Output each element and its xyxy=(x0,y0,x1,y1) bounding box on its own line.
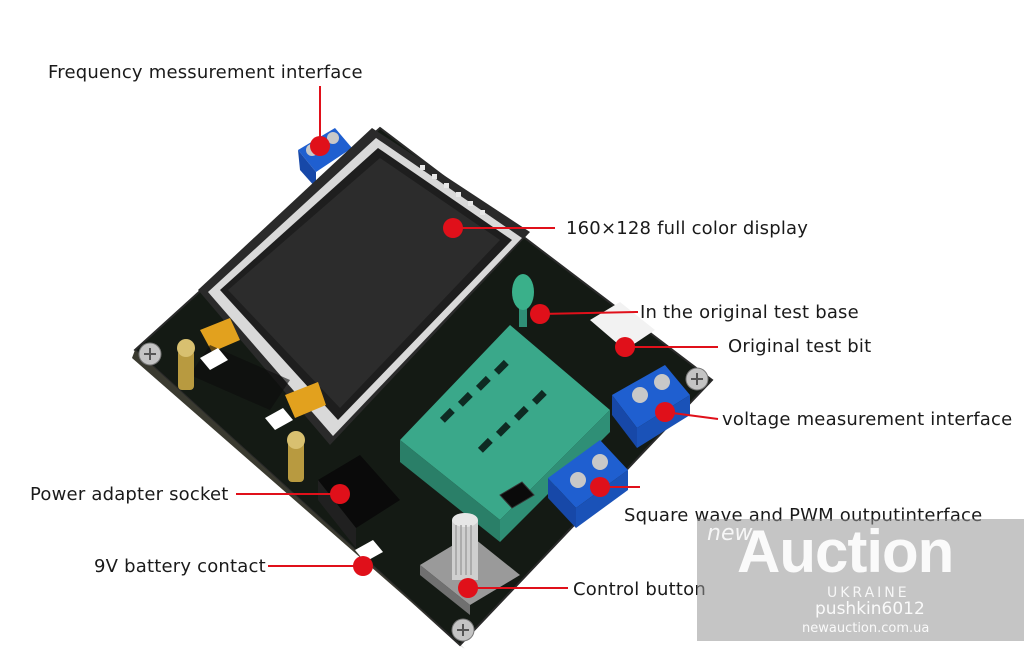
label-power-socket: Power adapter socket xyxy=(30,484,229,505)
watermark-site: newauction.com.ua xyxy=(802,621,930,636)
marker-frequency xyxy=(310,136,330,156)
square-wave-terminal xyxy=(548,440,628,528)
label-control-button: Control button xyxy=(573,579,706,600)
label-test-bit: Original test bit xyxy=(728,336,872,357)
watermark-user: pushkin6012 xyxy=(815,599,925,619)
watermark-brand: Auction xyxy=(737,518,954,585)
marker-voltage xyxy=(655,402,675,422)
marker-power xyxy=(330,484,350,504)
standoffs xyxy=(177,339,305,482)
ic-chip xyxy=(499,481,535,509)
label-voltage-interface: voltage measurement interface xyxy=(722,409,1013,430)
label-battery-contact: 9V battery contact xyxy=(94,556,266,577)
test-bit-pad xyxy=(590,302,655,350)
marker-test-bit xyxy=(615,337,635,357)
marker-display xyxy=(443,218,463,238)
marker-test-base xyxy=(530,304,550,324)
display-module xyxy=(190,128,530,445)
screws xyxy=(138,342,709,642)
watermark-prefix: new xyxy=(707,521,753,546)
marker-square-wave xyxy=(590,477,610,497)
label-test-base: In the original test base xyxy=(640,302,859,323)
power-socket xyxy=(318,455,400,548)
label-display: 160×128 full color display xyxy=(566,218,809,239)
marker-control xyxy=(458,578,478,598)
label-frequency-interface: Frequency messurement interface xyxy=(48,62,363,83)
watermark: new Auction UKRAINE pushkin6012 newaucti… xyxy=(697,518,1024,641)
marker-battery xyxy=(353,556,373,576)
pcb-edge xyxy=(132,350,465,649)
watermark-country: UKRAINE xyxy=(827,585,910,601)
callout-markers xyxy=(310,136,675,598)
